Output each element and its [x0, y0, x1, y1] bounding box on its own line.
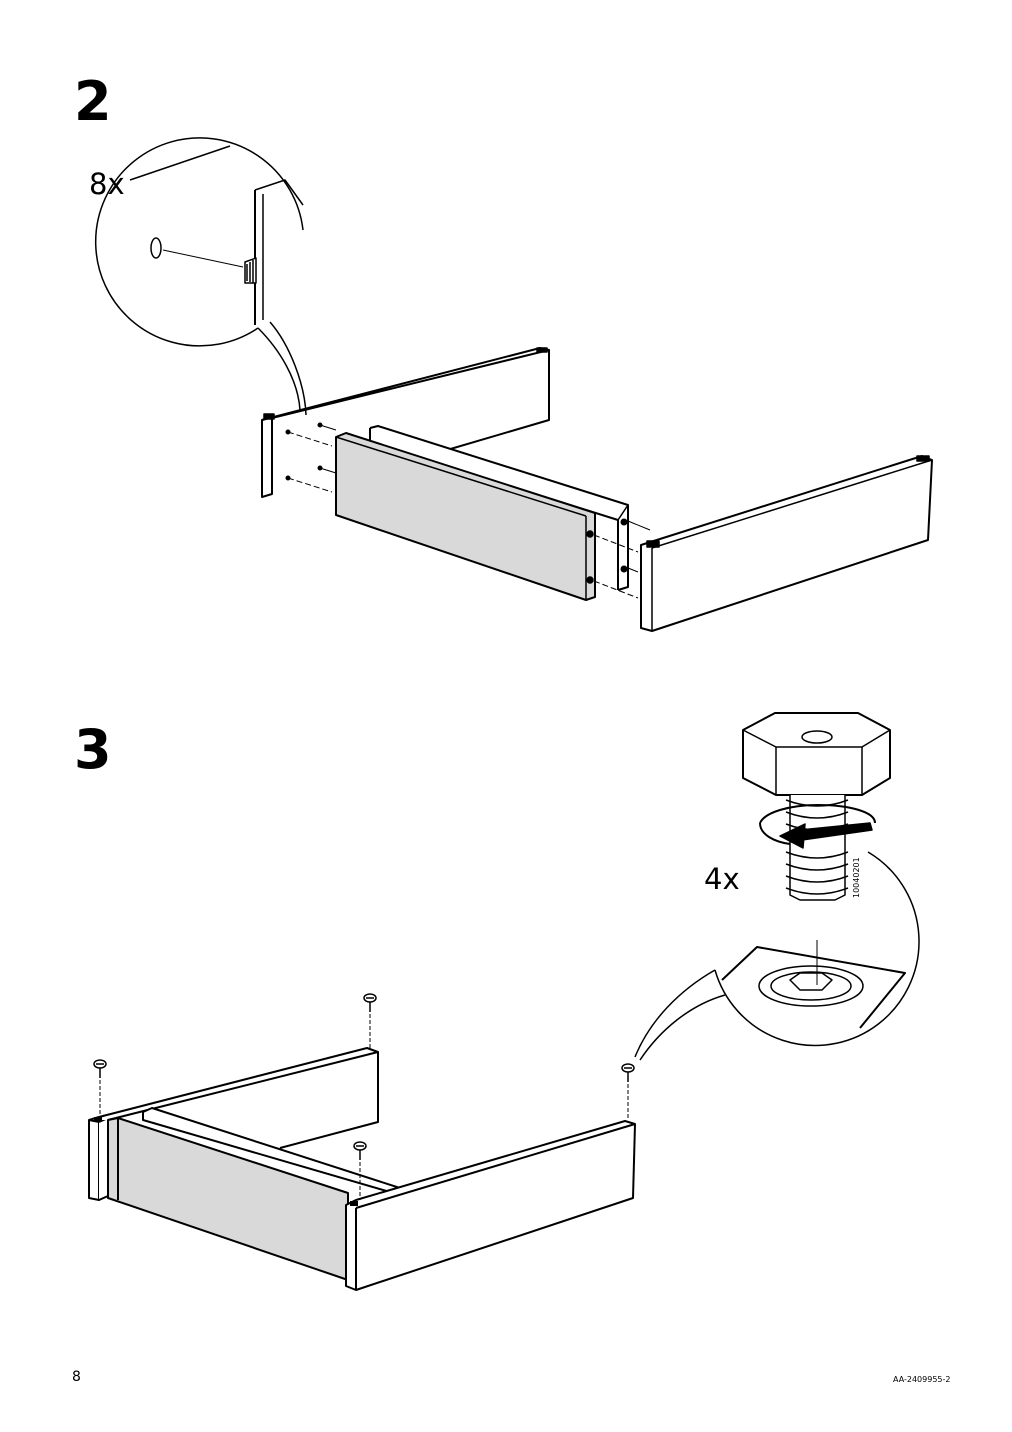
page-number: 8 [72, 1369, 81, 1385]
document-code: AA-2409955-2 [893, 1375, 951, 1384]
wooden-dowel-icon [244, 257, 257, 284]
left-side-panel [261, 347, 550, 498]
step-2-illustration [94, 137, 933, 632]
screw-back-left [363, 993, 377, 1048]
front-rail [335, 432, 596, 601]
right-side-panel [640, 455, 933, 632]
dowel-hole-icon [150, 237, 162, 259]
step-3-quantity-label: 4x [704, 862, 740, 896]
screw-back-right [621, 1063, 635, 1120]
assembled-base-frame [88, 1047, 636, 1291]
step-3-number: 3 [74, 718, 112, 781]
rotate-counterclockwise-icon [759, 804, 876, 849]
hex-bolt-icon [742, 712, 891, 901]
screw-front-left [93, 1059, 107, 1116]
step-2-number: 2 [74, 70, 112, 133]
screw-icon [93, 993, 635, 1200]
screw-front-right [353, 1141, 367, 1200]
dowel-detail-callout [94, 137, 307, 416]
foot-detail-callout [634, 851, 920, 1061]
